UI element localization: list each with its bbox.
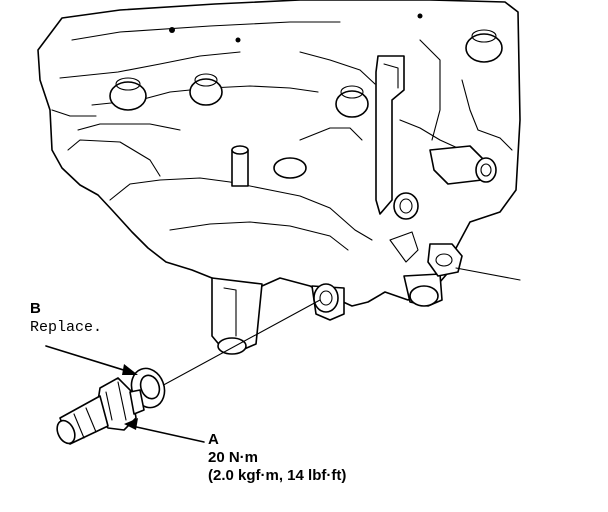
callout-b-letter: B [30,300,41,317]
callout-a-torque-si: 20 N·m [208,449,258,466]
bolt-boss [465,29,503,63]
alignment-line [157,299,321,389]
bolt-boss [335,85,369,118]
bolt-boss [273,157,307,179]
transmission-case [37,0,521,355]
bolt-boss [189,73,223,106]
pressure-switch [56,377,145,445]
callout-a-torque-alt: (2.0 kgf·m, 14 lbf·ft) [208,467,346,484]
leader-arrow-b [45,345,138,375]
callout-a-letter: A [208,431,219,448]
bolt-boss [109,77,147,111]
leader-arrow-a [124,418,205,443]
callout-b-note: Replace. [30,319,102,336]
